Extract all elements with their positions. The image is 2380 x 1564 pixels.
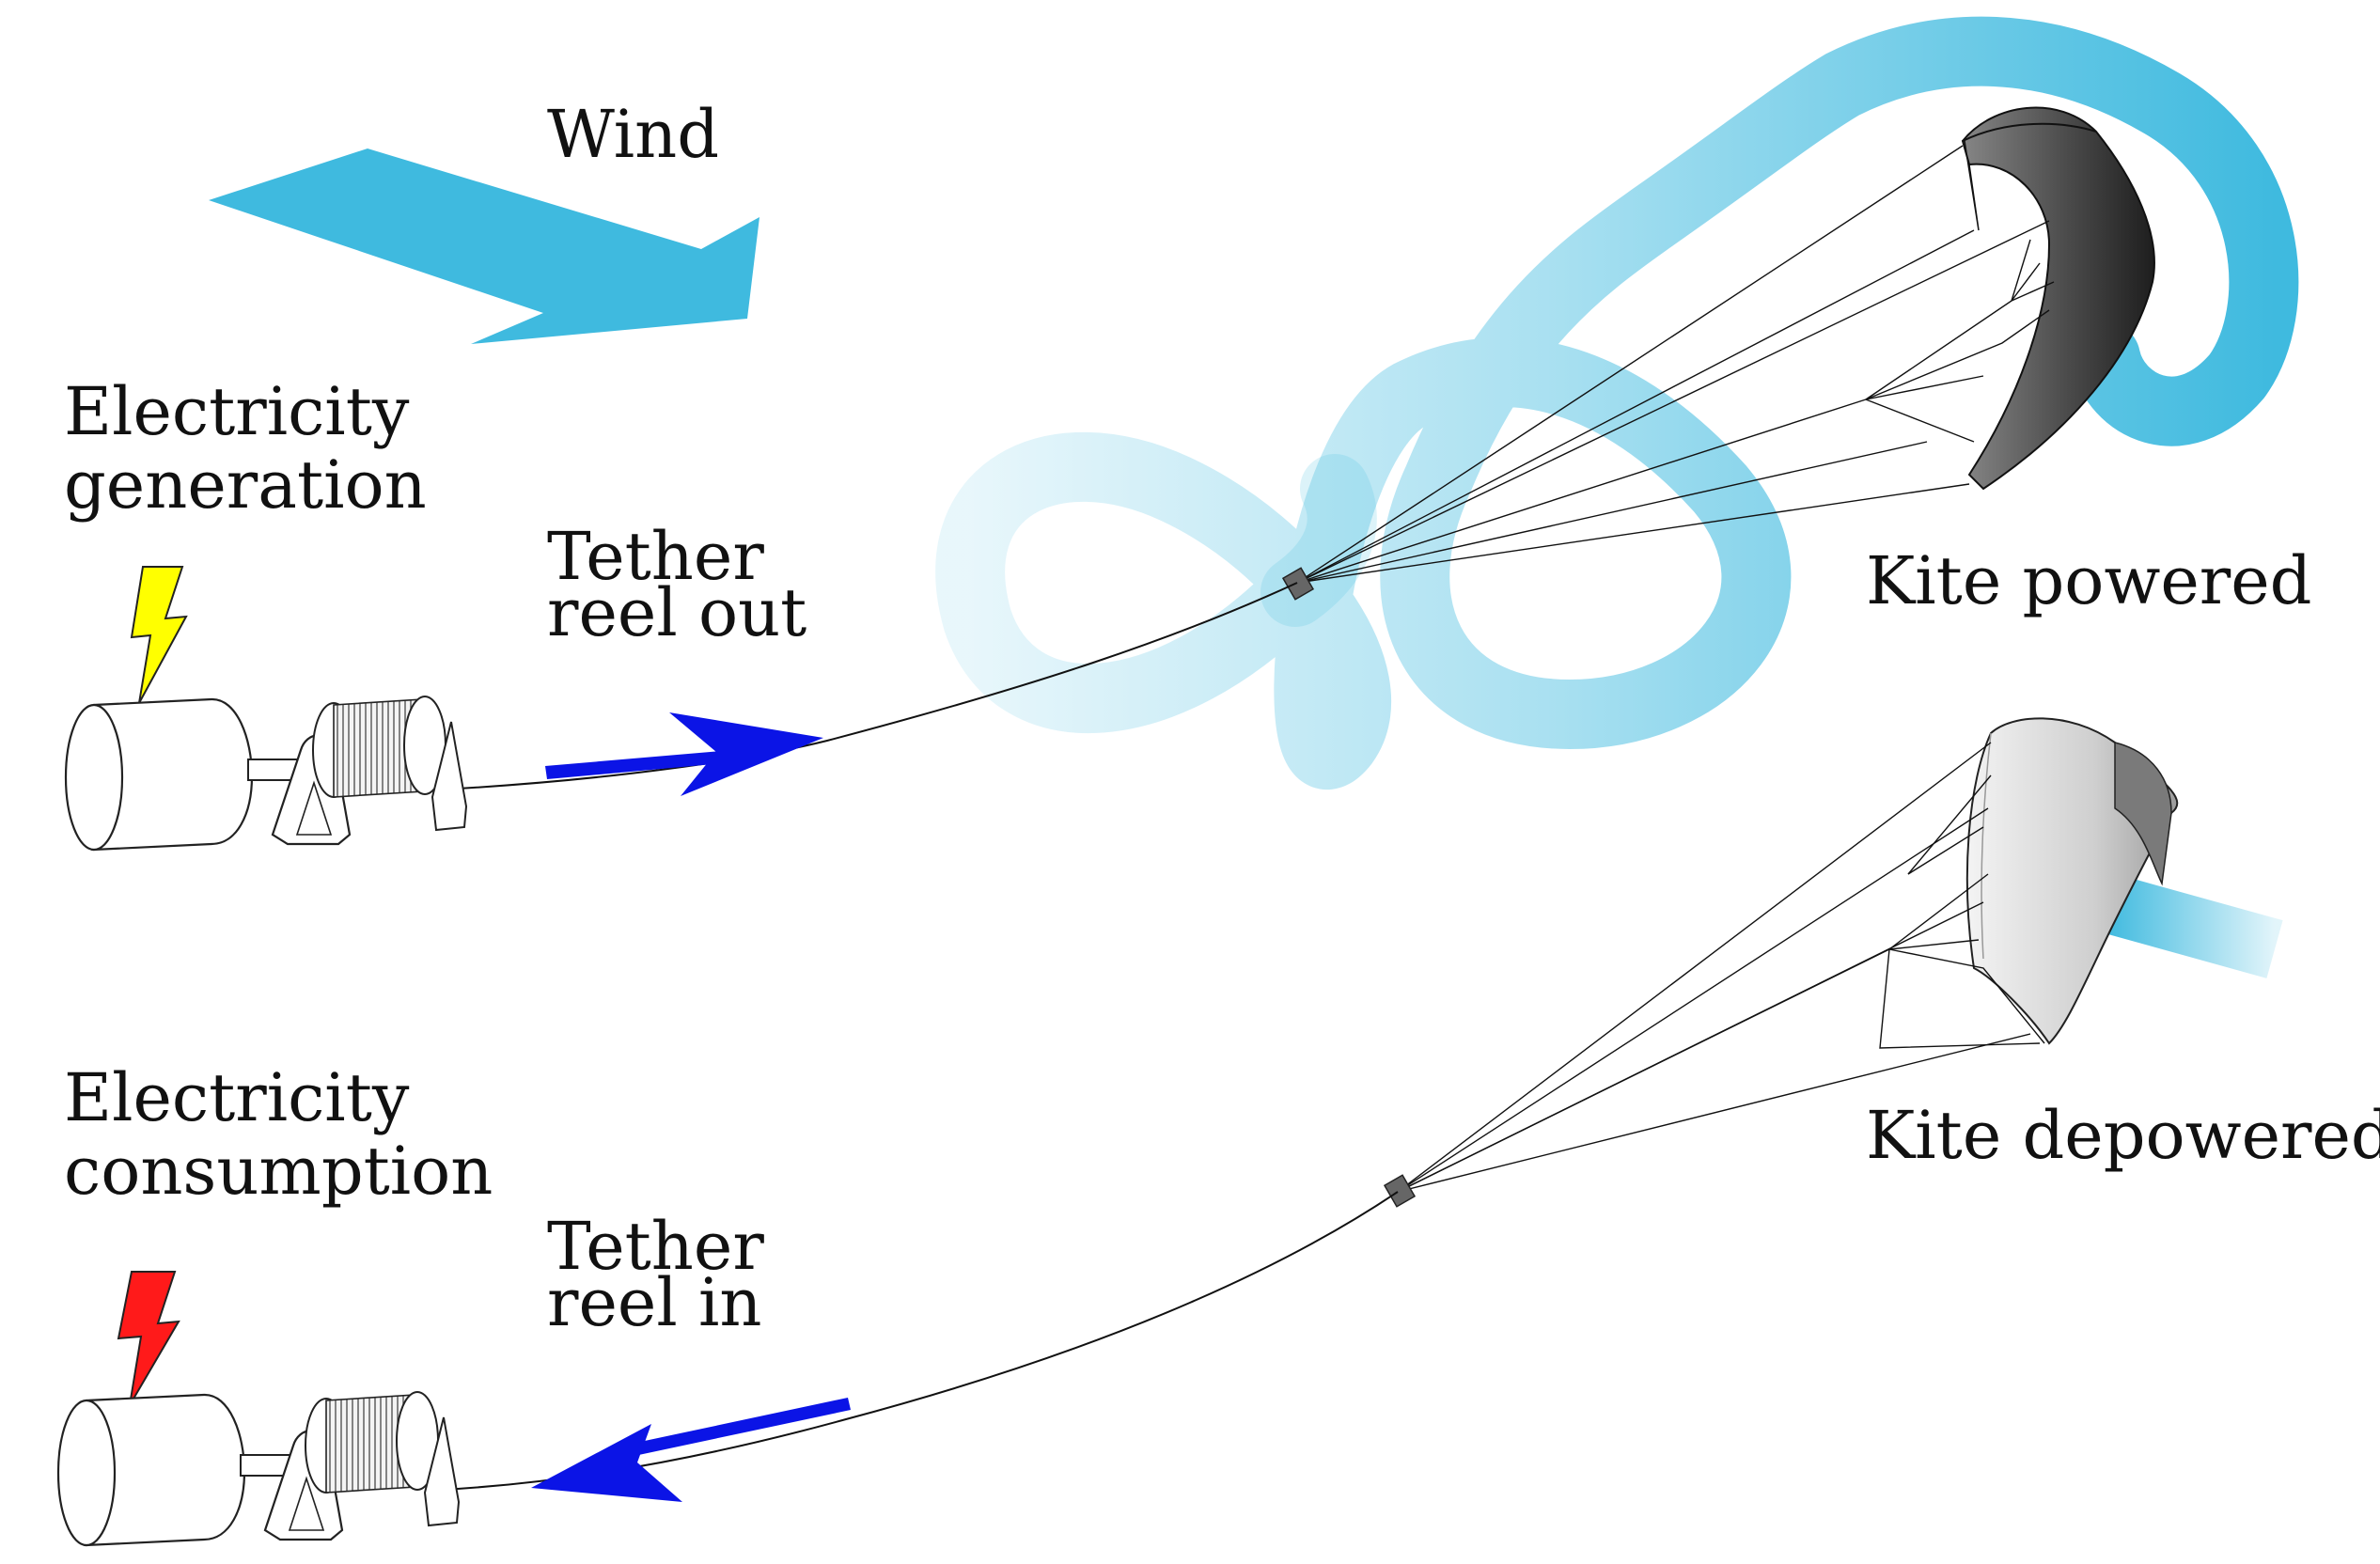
consumption-label-line2: consumption [64,1133,493,1210]
wind-label: Wind [547,96,719,173]
kite-depowered-label: Kite depowered [1866,1097,2380,1174]
reel-in-label-line1: Tether [547,1208,764,1285]
reel-out-label-line1: Tether [547,518,764,595]
kite-control-unit [1281,567,1315,601]
wind-arrow-icon [209,149,759,344]
consumption-bolt-icon [117,1271,180,1406]
tether-line-top [441,582,1298,790]
generation-label-line1: Electricity [64,373,410,450]
ground-station-top [64,695,468,852]
kite-depowered [1383,717,2179,1208]
retraction-path [2097,873,2283,978]
reel-in-arrow-icon [531,1398,851,1502]
generation-label-line2: generation [64,446,427,524]
kite-control-unit [1383,1174,1417,1208]
ground-station-bottom [56,1390,461,1547]
generation-bolt-icon [130,566,188,704]
reel-in-label-line2: reel in [547,1264,761,1341]
consumption-label-line1: Electricity [64,1059,410,1136]
reel-out-arrow-icon [545,712,823,796]
flight-path [935,16,2299,790]
kite-powered-label: Kite powered [1866,542,2311,619]
reel-out-label-line2: reel out [547,574,806,651]
kite-powered [1281,106,2155,601]
